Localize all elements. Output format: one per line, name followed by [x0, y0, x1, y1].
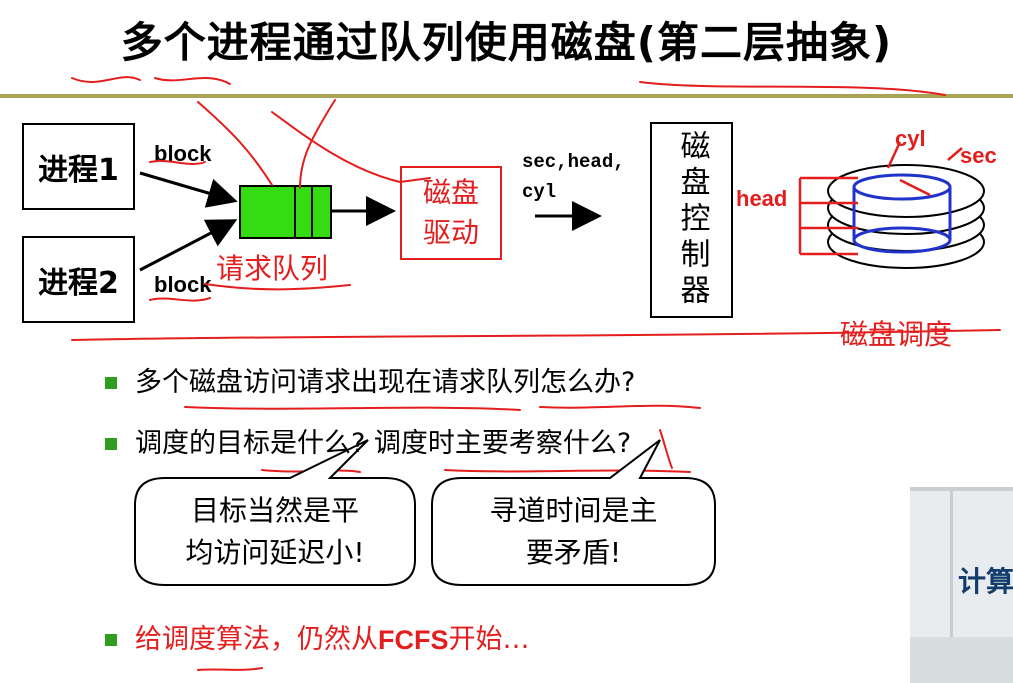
sec-label: sec [960, 143, 997, 168]
cyl-label: cyl [895, 126, 926, 151]
speech-bubble-1-text: 目标当然是平 均访问延迟小! [135, 490, 415, 574]
disk-controller-label: 磁盘控制器 [674, 130, 710, 310]
params-line1: sec,head, [522, 151, 625, 173]
process-2-box: 进程2 [22, 236, 135, 323]
bullet-item-3: 给调度算法，仍然从 FCFS 开始… [105, 622, 530, 658]
bullet-text-3-prefix: 给调度算法，仍然从 [135, 624, 378, 655]
cylinder-icon [852, 173, 952, 254]
process-2-label: 进程2 [38, 265, 119, 301]
disk-driver-box: 磁盘 驱动 [400, 166, 502, 260]
arrow-process1-to-queue [139, 171, 238, 208]
bullet-text-1: 多个磁盘访问请求出现在请求队列怎么办? [135, 367, 636, 398]
request-queue-label: 请求队列 [216, 252, 329, 285]
speech-bubble-1 [134, 439, 416, 586]
bubble-1-line2: 均访问延迟小! [185, 536, 365, 569]
disk-driver-line1: 磁盘 [422, 176, 479, 209]
bubble-1-line1: 目标当然是平 [190, 494, 359, 527]
arrow-process2-to-queue [139, 219, 238, 272]
disk-driver-line2: 驱动 [422, 216, 479, 249]
bullet-square-icon [105, 438, 117, 450]
disk-platters-icon [827, 164, 985, 269]
request-queue-box [239, 185, 332, 239]
camera-inset-text: 计算 [958, 565, 1013, 598]
disk-scheduling-annotation: 磁盘调度 [840, 318, 953, 351]
slide-title: 多个进程通过队列使用磁盘(第二层抽象) [120, 18, 893, 67]
speech-bubble-2 [431, 439, 716, 586]
head-arms [798, 141, 963, 256]
bullet-item-1: 多个磁盘访问请求出现在请求队列怎么办? [105, 365, 635, 401]
head-label: head [736, 186, 788, 211]
title-divider [0, 94, 1013, 98]
bullet-square-icon [105, 634, 117, 646]
params-text: sec,head, cyl [522, 147, 625, 207]
bubble-2-line1: 寻道时间是主 [489, 494, 658, 527]
speech-bubble-2-text: 寻道时间是主 要矛盾! [432, 490, 715, 574]
process-1-box: 进程1 [22, 123, 135, 210]
process-1-label: 进程1 [38, 152, 119, 188]
bullet-item-2: 调度的目标是什么? 调度时主要考察什么? [105, 426, 631, 462]
camera-inset: 计算 [910, 487, 1013, 683]
bullet-text-3-bold: FCFS [378, 625, 449, 655]
bubble-2-line2: 要矛盾! [525, 536, 622, 569]
bullet-text-2: 调度的目标是什么? 调度时主要考察什么? [135, 428, 632, 459]
params-line2: cyl [522, 181, 557, 203]
bullet-text-3-suffix: 开始… [448, 624, 530, 655]
block-label-bottom: block [154, 272, 212, 297]
bullet-square-icon [105, 377, 117, 389]
disk-controller-box: 磁盘控制器 [650, 122, 733, 318]
